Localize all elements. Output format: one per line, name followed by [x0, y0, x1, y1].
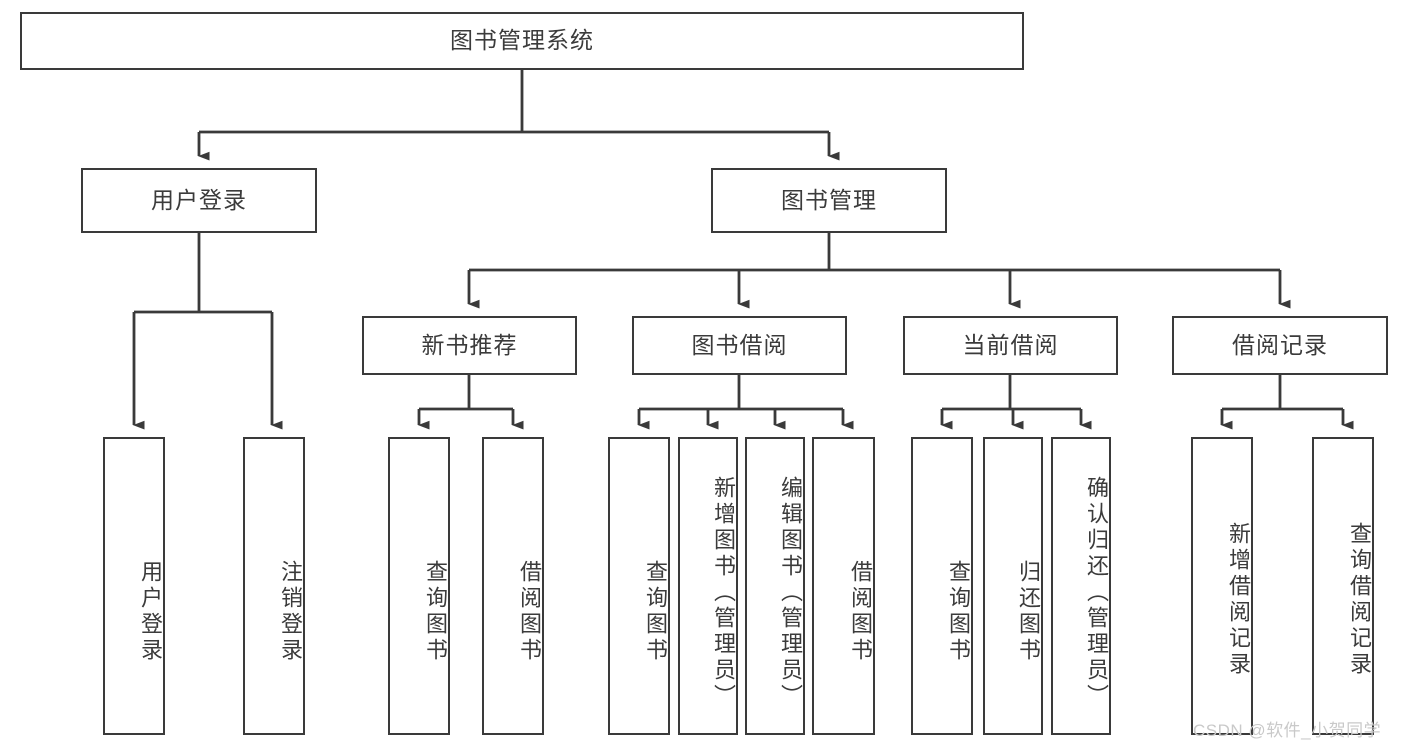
node-leaf-borrow-book-2[interactable]: 借阅图书	[812, 437, 875, 735]
node-borrow-record-label: 借阅记录	[1232, 331, 1328, 358]
node-leaf-edit-book[interactable]: 编辑图书（管理员）	[745, 437, 805, 735]
node-borrow-record[interactable]: 借阅记录	[1172, 316, 1388, 375]
node-leaf-user-logout[interactable]: 注销登录	[243, 437, 305, 735]
node-root-label: 图书管理系统	[450, 27, 594, 54]
node-root[interactable]: 图书管理系统	[20, 12, 1024, 70]
node-leaf-user-login[interactable]: 用户登录	[103, 437, 165, 735]
node-user-login-label: 用户登录	[151, 186, 247, 213]
node-leaf-query-book-3[interactable]: 查询图书	[911, 437, 973, 735]
node-leaf-query-record[interactable]: 查询借阅记录	[1312, 437, 1374, 735]
node-leaf-confirm-return[interactable]: 确认归还（管理员）	[1051, 437, 1111, 735]
node-book-borrow[interactable]: 图书借阅	[632, 316, 847, 375]
node-book-manage-label: 图书管理	[781, 186, 877, 213]
node-book-manage[interactable]: 图书管理	[711, 168, 947, 233]
node-current-borrow-label: 当前借阅	[962, 331, 1059, 358]
node-current-borrow[interactable]: 当前借阅	[903, 316, 1118, 375]
node-user-login[interactable]: 用户登录	[81, 168, 317, 233]
node-leaf-borrow-book-1[interactable]: 借阅图书	[482, 437, 544, 735]
node-leaf-query-book-1[interactable]: 查询图书	[388, 437, 450, 735]
node-book-borrow-label: 图书借阅	[691, 331, 788, 358]
node-new-book-rec-label: 新书推荐	[421, 331, 518, 358]
csdn-watermark: CSDN @软件_小贺同学	[1193, 721, 1382, 740]
node-leaf-return-book[interactable]: 归还图书	[983, 437, 1043, 735]
node-leaf-add-record[interactable]: 新增借阅记录	[1191, 437, 1253, 735]
node-leaf-query-book-2[interactable]: 查询图书	[608, 437, 670, 735]
node-new-book-rec[interactable]: 新书推荐	[362, 316, 577, 375]
node-leaf-add-book[interactable]: 新增图书（管理员）	[678, 437, 738, 735]
